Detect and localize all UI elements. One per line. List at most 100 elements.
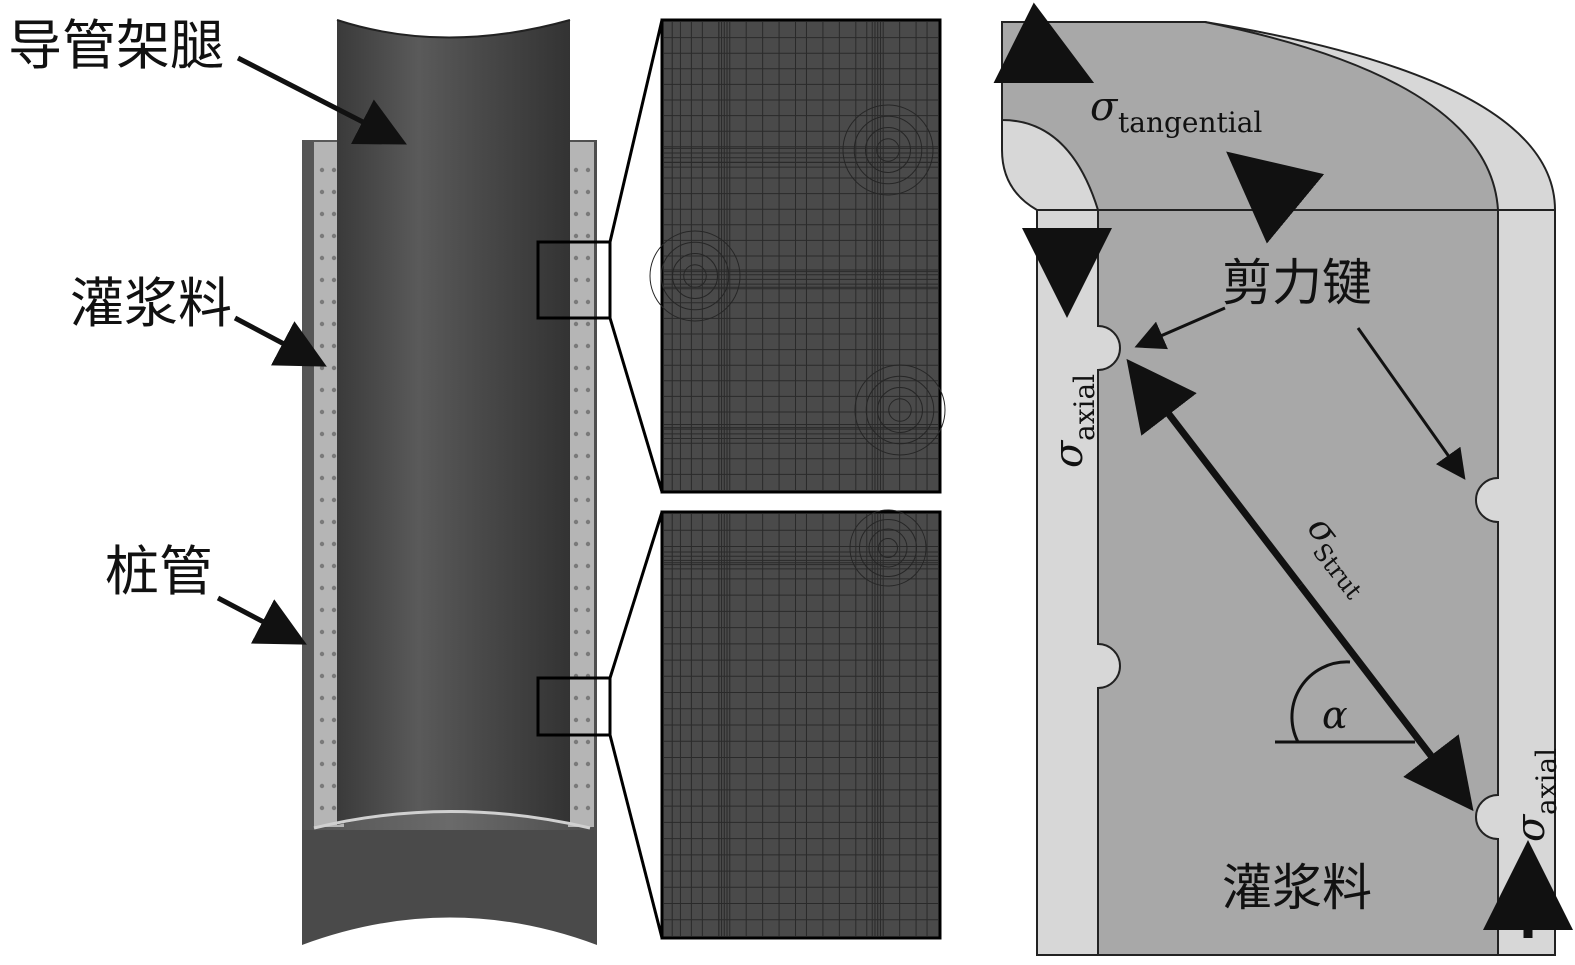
shear-key-dot	[585, 475, 591, 481]
shear-key-dot	[573, 651, 579, 657]
shear-key-dot	[585, 563, 591, 569]
shear-key-dot	[331, 167, 337, 173]
mesh-rosette	[853, 115, 923, 185]
sigma-tangential-label: σ tangential	[1090, 84, 1262, 139]
shear-key-pointer-lower	[1356, 327, 1466, 480]
shear-key-dot	[573, 365, 579, 371]
shear-key-dot	[573, 563, 579, 569]
shear-key-dot	[573, 211, 579, 217]
shear-key-dot	[573, 541, 579, 547]
jacket-leg-top-rim	[336, 19, 571, 39]
shear-key-dots	[319, 167, 591, 811]
sigma-axial-right-label: σ axial	[1508, 748, 1563, 842]
label-jacket-leg: 导管架腿	[8, 14, 224, 77]
shear-key-dot	[585, 739, 591, 745]
tangential-arrow-out	[1226, 151, 1325, 244]
detail-box-upper	[536, 240, 612, 320]
shear-key-dot	[331, 497, 337, 503]
mesh-rosette	[878, 538, 898, 558]
shear-key-dot	[331, 211, 337, 217]
shear-key-dot	[331, 629, 337, 635]
shear-key-dot	[319, 783, 325, 789]
shear-key-dot	[573, 717, 579, 723]
shear-key-dot	[331, 475, 337, 481]
shear-key-dot	[319, 409, 325, 415]
shear-key-dot	[585, 233, 591, 239]
shear-key-dot	[573, 761, 579, 767]
shear-key-dot	[319, 629, 325, 635]
shear-key-dot	[331, 255, 337, 261]
mesh-rosette	[842, 104, 934, 196]
shear-key-dot	[319, 453, 325, 459]
shear-key-dot	[573, 585, 579, 591]
alpha-symbol: α	[1322, 693, 1348, 737]
sigma-axial-left-label: σ axial	[1046, 374, 1101, 468]
jacket-leg-tube	[337, 20, 570, 825]
shear-key-dot	[585, 343, 591, 349]
shear-key-dot	[319, 541, 325, 547]
pile-arrow	[216, 595, 307, 645]
shear-key-dot	[331, 739, 337, 745]
shear-key-dot	[585, 497, 591, 503]
shear-key-dot	[585, 387, 591, 393]
shear-key-dot	[585, 695, 591, 701]
shear-key-dot	[319, 277, 325, 283]
shear-key-dot	[331, 519, 337, 525]
shear-key-dot	[585, 277, 591, 283]
shear-key-dot	[585, 431, 591, 437]
shear-key-dot	[585, 211, 591, 217]
shear-key-dot	[331, 563, 337, 569]
shear-key-dot	[585, 255, 591, 261]
shear-key-dot	[585, 541, 591, 547]
shear-key-dot	[331, 805, 337, 811]
shear-key-dot	[573, 607, 579, 613]
shear-key-dot	[573, 497, 579, 503]
shear-key-dot	[319, 497, 325, 503]
mesh-rosette	[649, 230, 741, 322]
shear-key-dot	[585, 585, 591, 591]
shear-key-dot	[319, 761, 325, 767]
subscript-axial: axial	[1068, 374, 1101, 441]
mesh-rosette	[888, 398, 912, 422]
shear-key-dot	[331, 321, 337, 327]
shear-key-dot	[319, 387, 325, 393]
detail-box-lower	[536, 676, 612, 737]
subscript-axial: axial	[1530, 748, 1563, 815]
strut-arrow-up	[1126, 358, 1303, 588]
shear-key-dot	[573, 277, 579, 283]
shear-key-pointer-upper	[1134, 306, 1226, 350]
shear-key-dot	[585, 189, 591, 195]
shear-key-dot	[331, 673, 337, 679]
shear-key-dot	[573, 233, 579, 239]
shear-key-dot	[573, 453, 579, 459]
grout-top-region	[1001, 21, 1500, 211]
shear-key-dot	[319, 431, 325, 437]
shear-key-dot	[331, 651, 337, 657]
shear-key-dot	[319, 365, 325, 371]
mesh-rosette	[854, 364, 946, 456]
angle-arc	[1290, 660, 1351, 743]
shear-key-dot	[585, 321, 591, 327]
shear-key-dot	[585, 453, 591, 459]
mesh-rosette	[672, 253, 718, 299]
shear-key-dot	[331, 541, 337, 547]
shear-key-dot	[573, 783, 579, 789]
shear-key-dot	[573, 409, 579, 415]
shear-key-dot	[331, 233, 337, 239]
shear-key-dot	[331, 387, 337, 393]
shear-key-dot	[573, 629, 579, 635]
mesh-grid-lower	[664, 509, 938, 936]
shear-key-dot	[585, 651, 591, 657]
shear-key-dot	[573, 343, 579, 349]
shear-key-dot	[331, 277, 337, 283]
mesh-panel-lower	[660, 509, 942, 940]
grout-layer-right	[568, 142, 594, 827]
shear-key-dot	[573, 167, 579, 173]
strut-arrow-down	[1297, 582, 1474, 812]
sigma-symbol: σ	[1046, 439, 1092, 468]
shear-key-dot	[331, 761, 337, 767]
shear-key-dot	[331, 365, 337, 371]
subscript-tangential: tangential	[1118, 106, 1262, 139]
shear-key-dot	[319, 607, 325, 613]
